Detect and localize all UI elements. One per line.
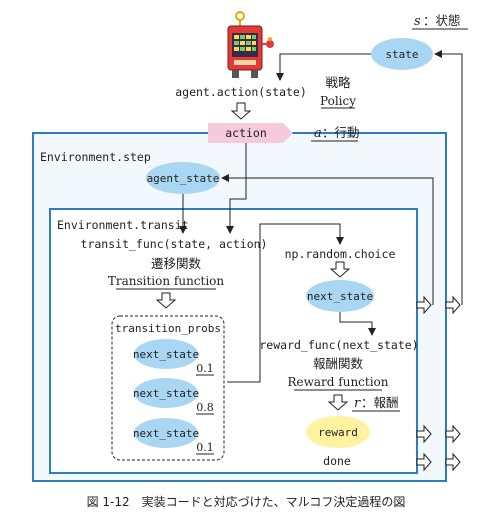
reward-label-jp: 報酬関数 [313,356,364,371]
reward-node [306,416,370,448]
hollow-right-arrow-icon [416,452,432,472]
next-state-node [134,418,198,448]
next-state-to-state-feedback-arrow [434,50,463,305]
transit-func-call: transit_func(state, action) [81,237,268,251]
transition-label-jp: 遷移関数 [151,256,202,271]
state-to-agent-arrow [276,53,371,81]
chosen-next-state-label: next_state [307,290,373,303]
action-node [208,123,293,143]
next-state-label: next_state [133,427,199,440]
figure-caption: 図 1-12 実装コードと対応づけた、マルコフ決定過程の図 [87,494,406,509]
reward-node-label: reward [318,426,358,439]
reward-func-call: reward_func(next_state) [259,338,418,352]
reward-symbol-label: r ：報酬 [352,395,400,412]
next-state-node [134,339,198,369]
next-state-label: next_state [133,348,199,361]
hollow-down-arrow-icon [327,394,349,411]
hollow-right-arrow-icon [445,295,461,315]
reward-label-en: Reward function [287,375,388,389]
hollow-right-arrow-icon [445,452,461,472]
hollow-right-arrow-icon [416,424,432,444]
next-state-probability: 0.1 [196,441,214,454]
action-symbol-label: a ：行動 [311,125,360,142]
hollow-down-arrow-icon [155,292,177,309]
state-symbol-label: s ：状態 [412,13,468,30]
next-state-label: next_state [133,387,199,400]
environment-transit-title: Environment.transit [57,218,189,232]
robot-agent-icon [227,11,274,78]
reward-symbol-text: ：報酬 [361,395,399,410]
output-arrows [416,295,461,472]
hollow-down-arrow-icon [329,261,351,278]
probs-to-random-choice-arrow [227,223,344,383]
action-symbol: a [314,126,322,141]
policy-label-jp: 戦略 [325,75,351,90]
next-state-probability: 0.8 [196,401,214,414]
next-state-to-reward-func-arrow [339,312,376,336]
done-label: done [323,454,351,468]
state-symbol: s [414,14,421,29]
action-to-transit-arrow [226,143,247,234]
agent-state-node [146,162,220,194]
hollow-right-arrow-icon [445,424,461,444]
action-symbol-text: ：行動 [322,125,360,140]
random-choice-call: np.random.choice [285,247,396,261]
chosen-next-state-node [306,280,374,312]
next-state-probability: 0.1 [196,362,214,375]
agent-state-node-label: agent_state [147,172,220,185]
hollow-down-arrow-icon [230,102,252,120]
state-node [371,38,433,70]
hollow-right-arrow-icon [416,295,432,315]
transition-label-en: Transition function [108,274,225,288]
environment-step-title: Environment.step [40,150,151,164]
agent-action-call: agent.action(state) [175,85,307,99]
next-state-to-agent-state-feedback-arrow [221,174,434,305]
action-node-label: action [225,126,267,140]
transition-probs-title: transition_probs [115,322,221,335]
next-state-node [134,378,198,408]
state-symbol-text: ：状態 [423,13,461,28]
state-node-label: state [385,48,418,61]
reward-symbol: r [354,396,361,411]
policy-label-en: Policy [320,94,356,108]
